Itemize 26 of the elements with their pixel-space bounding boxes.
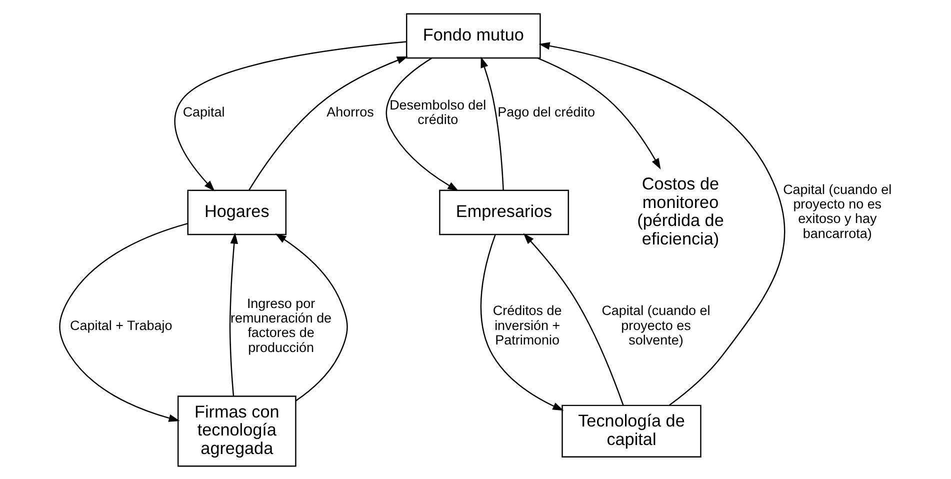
arrow [523, 232, 624, 406]
arrow [248, 56, 408, 190]
arrow [59, 222, 188, 422]
edge-label: Capital [182, 104, 225, 120]
arrow [538, 57, 661, 169]
arrow [386, 57, 459, 191]
node-box: Empresarios [439, 189, 569, 235]
edge-label: Capital + Trabajo [70, 317, 172, 332]
edge-label: Capital (cuando el proyecto es solvente) [602, 302, 710, 348]
node-box: Hogares [187, 189, 287, 235]
arrow [174, 40, 406, 191]
edge-label: Pago del crédito [498, 104, 595, 120]
edge-label: Desembolso del crédito [390, 96, 486, 126]
arrow [275, 233, 348, 401]
arrow [480, 234, 564, 410]
edge-label: Ingreso por remuneración de factores de producción [230, 295, 332, 354]
node-box: Tecnología de capital [562, 404, 702, 458]
node-box: Fondo mutuo [406, 12, 541, 58]
edge-label: Créditos de inversión + Patrimonio [492, 302, 562, 348]
edge-label: Capital (cuando el proyecto no es exitoso y hay bancarrota) [783, 181, 892, 240]
node-text: Costos de monitoreo (pérdida de eficiencia) [637, 172, 724, 248]
edge-label: Ahorros [326, 104, 374, 120]
arrow [538, 42, 786, 406]
arrow [480, 56, 504, 190]
node-box: Firmas con tecnología agregada [177, 395, 296, 466]
arrow [229, 232, 238, 396]
